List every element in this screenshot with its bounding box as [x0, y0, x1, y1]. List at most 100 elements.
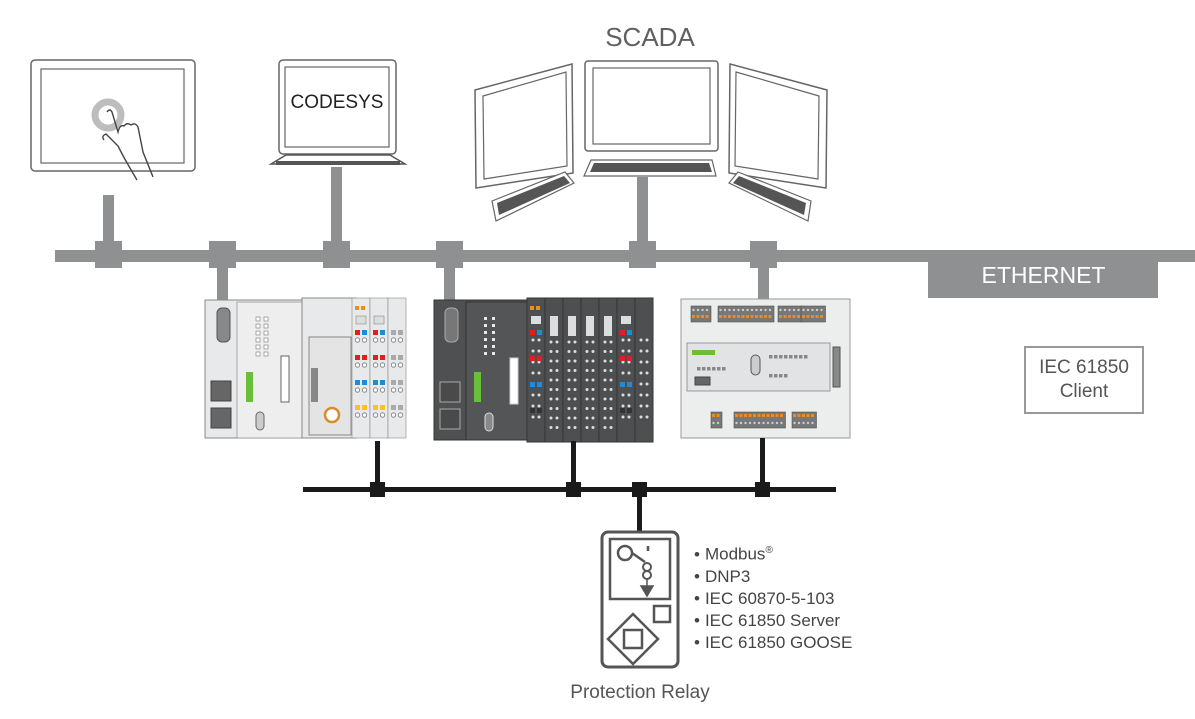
terminal-lever	[744, 414, 747, 417]
terminal-hole	[537, 415, 541, 419]
terminal-hole	[701, 308, 704, 312]
status-led	[492, 352, 495, 355]
terminal-hole	[549, 369, 553, 372]
terminal-lever	[380, 355, 385, 360]
terminal-lever	[398, 380, 403, 385]
terminal-lever	[806, 315, 810, 318]
scada-monitor-left-screen	[482, 71, 568, 180]
terminal-lever	[739, 414, 743, 417]
touch-panel	[30, 59, 196, 181]
module-label	[531, 316, 541, 324]
status-led	[779, 355, 783, 359]
terminal-hole	[621, 360, 625, 364]
terminal-hole	[537, 371, 541, 375]
status-led	[484, 317, 487, 320]
terminal-lever	[530, 330, 535, 335]
terminal-lever	[746, 315, 749, 318]
status-led	[255, 316, 261, 322]
terminal-lever	[620, 356, 625, 361]
terminal-hole	[609, 416, 613, 420]
terminal-hole	[549, 426, 553, 429]
wago-logo	[692, 350, 715, 355]
navigation-center	[622, 628, 644, 650]
terminal-hole	[549, 378, 553, 382]
status-led	[484, 324, 487, 327]
terminal-lever	[362, 380, 367, 385]
terminal-hole	[567, 350, 571, 353]
codesys-label: CODESYS	[290, 92, 384, 113]
terminal-lever	[793, 414, 796, 417]
terminal-lever	[755, 315, 758, 318]
scada-monitor-center-screen	[592, 67, 711, 145]
io-terminals	[690, 305, 826, 429]
terminal-hole	[397, 362, 404, 368]
terminal-lever	[537, 408, 542, 413]
status-led	[484, 345, 487, 348]
terminal-hole	[354, 362, 361, 368]
drop-light	[375, 441, 380, 488]
terminal-hole	[549, 407, 553, 410]
terminal-hole	[390, 387, 397, 393]
terminal-hole	[573, 416, 577, 420]
controller-dark-cpu-panel	[465, 301, 529, 441]
terminal-lever	[627, 408, 632, 413]
terminal-lever	[373, 355, 378, 360]
terminal-lever	[380, 380, 385, 385]
terminal-lever	[764, 315, 767, 318]
terminal-lever	[797, 414, 801, 417]
serial-port-icon	[216, 307, 231, 343]
terminal-hole	[748, 421, 752, 425]
drop-relay	[637, 490, 642, 532]
terminal-hole	[537, 404, 541, 408]
terminal-hole	[779, 308, 782, 312]
terminal-hole	[815, 308, 819, 312]
terminal-hole	[567, 416, 571, 420]
terminal-hole	[609, 369, 613, 372]
module-label	[550, 316, 558, 336]
terminal-hole	[820, 308, 823, 312]
ethernet-port-icon	[210, 380, 232, 402]
terminal-hole	[390, 337, 397, 343]
terminal-hole	[573, 397, 577, 401]
status-led	[779, 374, 783, 378]
drop-touch-panel	[103, 195, 114, 255]
terminal-hole	[797, 421, 801, 425]
junction	[750, 241, 777, 268]
terminal-hole	[609, 388, 613, 391]
ethernet-port-icon	[210, 407, 232, 429]
terminal-hole	[591, 350, 595, 353]
terminal-block	[800, 305, 826, 323]
scada-keyboard-left-keys	[497, 176, 570, 215]
terminal-hole	[627, 404, 631, 408]
terminal-hole	[361, 337, 368, 343]
terminal-hole	[732, 308, 736, 312]
status-led	[697, 367, 701, 371]
terminal-hole	[609, 340, 613, 344]
terminal-lever	[705, 315, 709, 318]
terminal-hole	[591, 416, 595, 420]
terminal-hole	[531, 404, 535, 408]
terminal-hole	[555, 426, 559, 429]
terminal-lever	[811, 315, 814, 318]
terminal-lever	[806, 414, 810, 417]
terminal-lever	[530, 408, 535, 413]
relay-housing	[600, 530, 680, 669]
terminal-hole	[603, 388, 607, 391]
io-module	[387, 297, 407, 439]
terminal-hole	[379, 387, 386, 393]
terminal-hole	[555, 416, 559, 420]
terminal-lever	[753, 414, 756, 417]
terminal-lever	[750, 315, 754, 318]
terminal-hole	[555, 397, 559, 401]
terminal-lever	[373, 380, 378, 385]
laptop-keyboard	[276, 161, 400, 165]
junction	[209, 241, 236, 268]
terminal-lever	[748, 414, 752, 417]
terminal-hole	[372, 337, 379, 343]
terminal-hole	[811, 421, 814, 425]
arrow-down-icon	[639, 579, 655, 598]
drop-scada	[637, 177, 648, 255]
terminal-lever	[757, 414, 761, 417]
terminal-hole	[741, 308, 745, 312]
